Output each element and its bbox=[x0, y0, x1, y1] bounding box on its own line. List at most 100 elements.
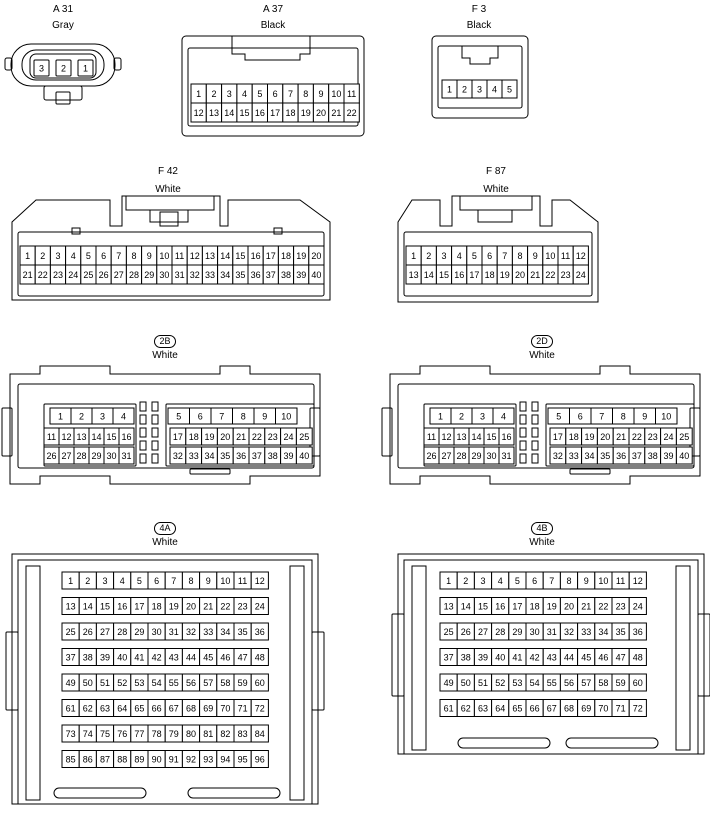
2b-pin-number: 38 bbox=[268, 451, 278, 461]
4a-pin-number: 33 bbox=[203, 627, 213, 637]
4b-pin-number: 4 bbox=[498, 576, 503, 586]
4b-pin-number: 60 bbox=[633, 678, 643, 688]
a37-pin-number: 2 bbox=[211, 89, 216, 99]
2b-pin-number: 21 bbox=[236, 432, 246, 442]
4a-pin-number: 12 bbox=[255, 576, 265, 586]
4b-pin-number: 52 bbox=[495, 678, 505, 688]
2d-pin-number: 23 bbox=[648, 432, 658, 442]
4a-pin-number: 47 bbox=[238, 653, 248, 663]
f3-inner-housing bbox=[437, 45, 523, 109]
4a-pin-cell bbox=[250, 724, 269, 743]
4a-pin-number: 67 bbox=[169, 704, 179, 714]
4a-pin-number: 5 bbox=[137, 576, 142, 586]
connector-a37-color: Black bbox=[260, 20, 286, 31]
f42-pin-number: 12 bbox=[190, 251, 200, 261]
f42-pin-number: 24 bbox=[68, 270, 78, 280]
connector-a31-color: Gray bbox=[52, 20, 74, 31]
a37-pin-number: 8 bbox=[303, 89, 308, 99]
2d-pin-number: 7 bbox=[599, 412, 604, 422]
4b-pin-number: 46 bbox=[598, 653, 608, 663]
f87-housing bbox=[397, 195, 599, 303]
2d-pin-number: 29 bbox=[471, 451, 481, 461]
f87-pin-number: 7 bbox=[502, 251, 507, 261]
4a-pin-number: 83 bbox=[238, 729, 248, 739]
4a-pin-number: 59 bbox=[238, 678, 248, 688]
4b-pin-number: 25 bbox=[444, 627, 454, 637]
f42-pin-number: 9 bbox=[147, 251, 152, 261]
f87-pin-number: 18 bbox=[485, 270, 495, 280]
a37-pin-number: 5 bbox=[257, 89, 262, 99]
2d-guide-slot bbox=[531, 414, 539, 425]
4a-pin-number: 73 bbox=[66, 729, 76, 739]
a37-pin-number: 13 bbox=[209, 108, 219, 118]
2d-pin-number: 31 bbox=[501, 451, 511, 461]
2d-pin-number: 3 bbox=[480, 412, 485, 422]
4a-pin-number: 26 bbox=[83, 627, 93, 637]
2b-pin-number: 37 bbox=[252, 451, 262, 461]
2b-pin-number: 39 bbox=[283, 451, 293, 461]
2d-pin-number: 19 bbox=[584, 432, 594, 442]
4b-pin-number: 51 bbox=[478, 678, 488, 688]
connector-4b-id: 4B bbox=[531, 522, 553, 535]
4a-right-rail bbox=[289, 565, 305, 801]
4a-pin-number: 18 bbox=[152, 602, 162, 612]
4a-pin-number: 16 bbox=[117, 602, 127, 612]
2b-pin-cell bbox=[295, 446, 313, 465]
2b-pin-number: 16 bbox=[121, 432, 131, 442]
a37-pin-number: 6 bbox=[273, 89, 278, 99]
2b-pin-number: 40 bbox=[299, 451, 309, 461]
f42-pin-number: 1 bbox=[25, 251, 30, 261]
4b-pin-number: 44 bbox=[564, 653, 574, 663]
a37-pin-number: 11 bbox=[347, 89, 356, 99]
f42-pin-number: 29 bbox=[144, 270, 154, 280]
f3-pin-number: 5 bbox=[507, 85, 512, 95]
2b-pin-number: 30 bbox=[106, 451, 116, 461]
f87-pin-number: 12 bbox=[576, 251, 586, 261]
2b-guide-slot bbox=[139, 414, 147, 425]
4a-pin-number: 60 bbox=[255, 678, 265, 688]
f42-pin-number: 31 bbox=[175, 270, 185, 280]
f87-pin-number: 6 bbox=[487, 251, 492, 261]
a37-pin-number: 18 bbox=[285, 108, 295, 118]
f42-latch bbox=[125, 196, 215, 227]
f42-key bbox=[71, 227, 81, 235]
4b-pin-cell bbox=[628, 597, 647, 615]
2d-pin-number: 10 bbox=[661, 412, 671, 422]
4a-pin-number: 23 bbox=[238, 602, 248, 612]
a37-pin-number: 7 bbox=[288, 89, 293, 99]
f87-pin-number: 8 bbox=[517, 251, 522, 261]
4a-pin-cell bbox=[250, 597, 269, 615]
f42-pin-number: 18 bbox=[281, 251, 291, 261]
4a-pin-number: 54 bbox=[152, 678, 162, 688]
f3-latch bbox=[461, 46, 499, 65]
2b-pin-number: 34 bbox=[204, 451, 214, 461]
4b-pin-number: 64 bbox=[495, 704, 505, 714]
4a-pin-number: 63 bbox=[100, 704, 110, 714]
4b-pin-number: 69 bbox=[581, 704, 591, 714]
2b-pin-number: 22 bbox=[252, 432, 262, 442]
4a-pin-number: 9 bbox=[206, 576, 211, 586]
4b-lock-slot bbox=[457, 737, 551, 749]
f3-pin-cell bbox=[501, 79, 518, 99]
f87-pin-number: 9 bbox=[533, 251, 538, 261]
f87-pin-number: 17 bbox=[469, 270, 479, 280]
a31-pin-slot bbox=[33, 59, 50, 77]
4a-pin-number: 38 bbox=[83, 653, 93, 663]
f42-pin-number: 21 bbox=[23, 270, 33, 280]
4b-left-rail bbox=[411, 565, 427, 751]
4b-pin-number: 11 bbox=[616, 576, 625, 586]
f42-pin-number: 40 bbox=[311, 270, 321, 280]
4a-pin-number: 70 bbox=[220, 704, 230, 714]
2d-left-latch bbox=[381, 407, 393, 457]
2d-guide-slot bbox=[531, 440, 539, 451]
f42-pin-cell bbox=[308, 264, 325, 285]
2b-guide-slot bbox=[151, 427, 159, 438]
f42-pin-number: 19 bbox=[296, 251, 306, 261]
2b-right-pin-block bbox=[165, 403, 315, 467]
4b-pin-number: 2 bbox=[463, 576, 468, 586]
2b-pin-number: 11 bbox=[47, 432, 56, 442]
4b-pin-number: 21 bbox=[581, 602, 591, 612]
f42-pin-number: 13 bbox=[205, 251, 215, 261]
a31-lock-button bbox=[55, 91, 71, 105]
connector-f3-id: F 3 bbox=[471, 4, 487, 15]
